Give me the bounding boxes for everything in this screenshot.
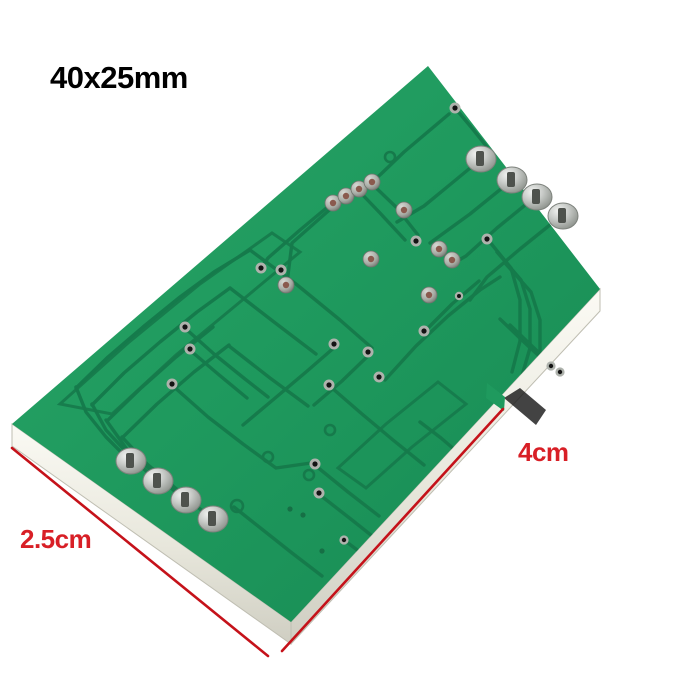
top-right-header-pads [465,145,579,230]
solder-filled-pads [277,201,461,304]
mid-top-pad-row [324,173,381,212]
length-dimension-label: 4cm [518,437,569,467]
usb-notch-icon [486,383,546,425]
via-holes [166,102,565,554]
page-title: 40x25mm [50,60,188,95]
measurement-lines [10,407,505,658]
ground-pour-outlines [56,231,469,490]
bottom-left-header-pads [115,447,229,533]
board-solder-mask [12,66,600,622]
width-measurement-line [10,446,270,658]
length-measurement-line [280,407,505,653]
width-dimension-label: 2.5cm [20,524,92,554]
silkscreen-marks [229,150,397,514]
